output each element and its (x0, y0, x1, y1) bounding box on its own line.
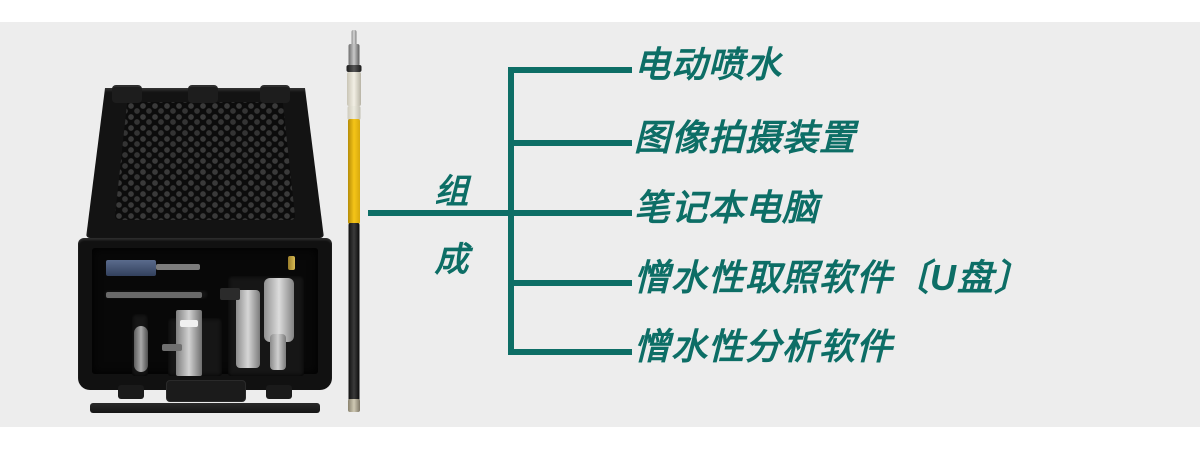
pole-yellow-section (348, 119, 360, 224)
root-label-char-2: 成 (434, 241, 470, 279)
pole-collar (346, 65, 362, 72)
pole-black-section (348, 223, 360, 401)
instrument-spray-gun-grip (270, 334, 286, 370)
branch-label-imaging-device: 图像拍摄装置 (634, 117, 857, 158)
pole-end-ferrule (348, 399, 360, 412)
case-lid (86, 88, 324, 238)
lid-foam-padding (114, 102, 296, 220)
branch-line-2 (508, 140, 632, 146)
pole-label-band (347, 106, 361, 120)
branch-line-4 (508, 280, 632, 286)
branch-label-electric-spray: 电动喷水 (634, 44, 783, 85)
instrument-cable (106, 292, 202, 298)
instrument-spray-bottle (236, 290, 260, 368)
pole-head-fitting (348, 44, 360, 66)
case-latch-middle (188, 85, 218, 103)
case-handle (166, 380, 246, 402)
pole-metal-tip (351, 30, 357, 46)
case-latch-right (260, 85, 290, 103)
pole-white-section (347, 72, 361, 106)
case-latch-left (112, 85, 142, 103)
instrument-meter-stem (162, 344, 182, 351)
case-body (78, 238, 332, 402)
telescopic-pole-photo (343, 30, 365, 414)
instrument-meter-label (180, 320, 198, 327)
instrument-probe-rod (156, 264, 200, 270)
case-foam-insert (92, 248, 318, 376)
instrument-bracket (220, 288, 240, 300)
branch-line-1 (508, 67, 632, 73)
diagram-root-connector-line (368, 210, 514, 216)
case-foot-right (266, 385, 292, 399)
branch-line-3 (508, 210, 632, 216)
instrument-cylinder (134, 326, 148, 372)
diagram-root-label: 组 成 (404, 158, 500, 294)
instrument-blue-module (106, 260, 156, 276)
branch-label-analysis-software: 憎水性分析软件 (634, 326, 894, 367)
branch-label-capture-software-usb: 憎水性取照软件〔U盘〕 (634, 257, 1031, 298)
case-foot-left (118, 385, 144, 399)
branch-label-laptop: 笔记本电脑 (634, 187, 820, 228)
hard-case-photo (78, 85, 336, 413)
branch-line-5 (508, 349, 632, 355)
root-label-char-1: 组 (434, 173, 470, 211)
case-lid-rim (90, 403, 320, 413)
instrument-spray-gun (264, 278, 294, 342)
instrument-brass-fitting (288, 256, 295, 270)
